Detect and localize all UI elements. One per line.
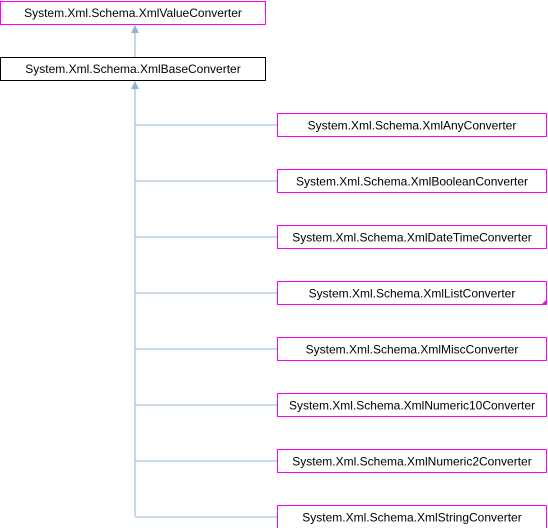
node-label: System.Xml.Schema.XmlListConverter: [309, 287, 516, 301]
node-xml-date-time-converter[interactable]: System.Xml.Schema.XmlDateTimeConverter: [277, 225, 547, 249]
node-xml-base-converter: System.Xml.Schema.XmlBaseConverter: [0, 57, 266, 81]
node-xml-numeric10-converter[interactable]: System.Xml.Schema.XmlNumeric10Converter: [277, 393, 547, 417]
node-xml-numeric2-converter[interactable]: System.Xml.Schema.XmlNumeric2Converter: [277, 449, 547, 473]
node-xml-list-converter[interactable]: System.Xml.Schema.XmlListConverter: [277, 281, 547, 305]
node-xml-value-converter[interactable]: System.Xml.Schema.XmlValueConverter: [0, 1, 266, 25]
node-xml-misc-converter[interactable]: System.Xml.Schema.XmlMiscConverter: [277, 337, 547, 361]
node-label: System.Xml.Schema.XmlStringConverter: [302, 511, 521, 525]
arrowhead-base: [131, 81, 139, 89]
arrowhead-value: [131, 25, 139, 33]
node-label: System.Xml.Schema.XmlBooleanConverter: [296, 175, 528, 189]
node-label: System.Xml.Schema.XmlNumeric2Converter: [292, 455, 531, 469]
node-label: System.Xml.Schema.XmlValueConverter: [24, 6, 242, 20]
node-label: System.Xml.Schema.XmlDateTimeConverter: [292, 231, 532, 245]
node-xml-boolean-converter[interactable]: System.Xml.Schema.XmlBooleanConverter: [277, 169, 547, 193]
node-xml-any-converter[interactable]: System.Xml.Schema.XmlAnyConverter: [277, 113, 547, 137]
derived-class-nodes: System.Xml.Schema.XmlAnyConverterSystem.…: [277, 113, 547, 528]
node-label: System.Xml.Schema.XmlBaseConverter: [25, 62, 240, 76]
node-label: System.Xml.Schema.XmlNumeric10Converter: [289, 399, 535, 413]
node-label: System.Xml.Schema.XmlAnyConverter: [308, 119, 517, 133]
node-xml-string-converter[interactable]: System.Xml.Schema.XmlStringConverter: [277, 505, 547, 528]
node-label: System.Xml.Schema.XmlMiscConverter: [306, 343, 519, 357]
branch-edges: [135, 124, 278, 518]
more-derived-marker-icon: [541, 299, 547, 305]
